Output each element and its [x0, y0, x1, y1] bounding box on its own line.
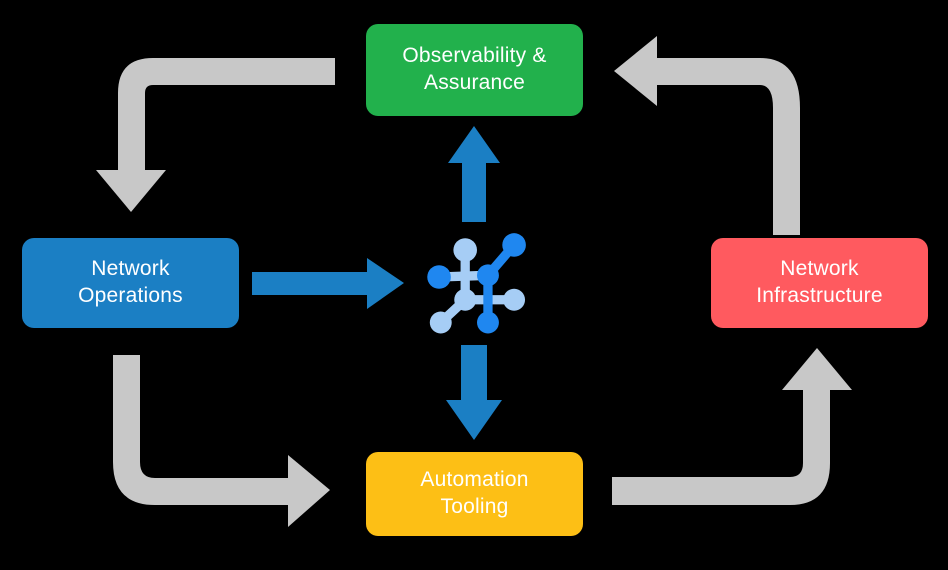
node-label-network-operations: Network Operations [78, 257, 183, 307]
hub-node-left [427, 265, 451, 289]
arrow-hub-to-automation [446, 345, 502, 440]
hub-node-topright [502, 233, 526, 257]
arrow-infrastructure-to-observability [614, 36, 800, 235]
hub-node-bottom [477, 311, 499, 334]
hub-node-topleft [453, 238, 477, 262]
node-box-automation-tooling[interactable]: Automation Tooling [366, 452, 583, 536]
node-label-observability: Observability & Assurance [402, 44, 547, 94]
arrow-automation-to-infrastructure [612, 348, 852, 505]
arrow-operations-to-automation [113, 355, 330, 527]
hub-node-centerleft [454, 288, 477, 311]
arrow-operations-to-hub [252, 258, 404, 309]
arrow-observability-to-operations [96, 58, 335, 212]
hub-node-centerright [477, 264, 499, 287]
hub-node-bottomleft [429, 311, 452, 334]
node-box-network-operations[interactable]: Network Operations [22, 238, 239, 328]
network-topology-icon [418, 218, 536, 336]
node-box-network-infrastructure[interactable]: Network Infrastructure [711, 238, 928, 328]
hub-node-right [503, 288, 526, 311]
node-box-observability[interactable]: Observability & Assurance [366, 24, 583, 116]
node-label-network-infrastructure: Network Infrastructure [756, 257, 883, 307]
node-label-automation-tooling: Automation Tooling [420, 468, 529, 518]
arrow-hub-to-observability [448, 126, 500, 222]
